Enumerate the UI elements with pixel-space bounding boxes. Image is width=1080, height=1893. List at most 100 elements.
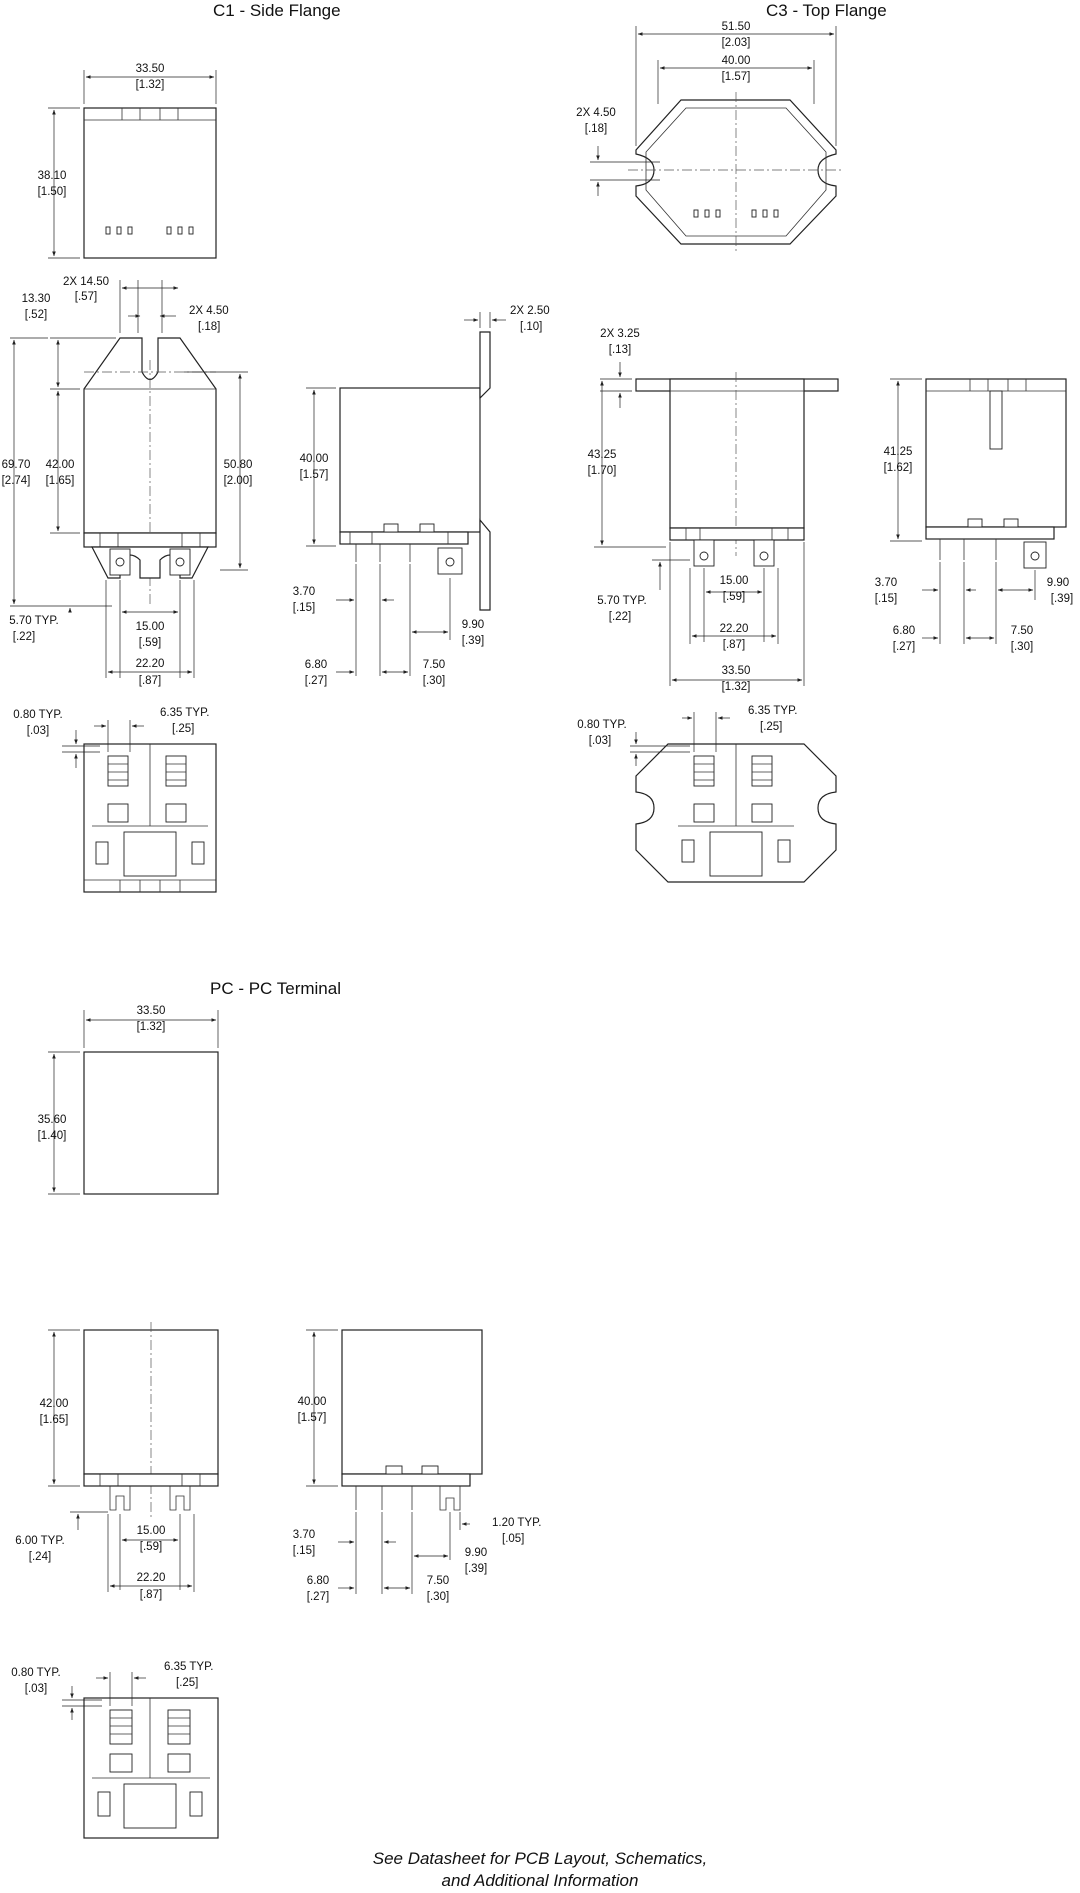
pc-side-c-inch: [.27] xyxy=(307,1591,329,1603)
c1-body-height-dim: 42.00 xyxy=(46,459,75,471)
pc-side-d-inch: [.30] xyxy=(427,1591,449,1603)
pc-side-height-inch: [1.57] xyxy=(298,1412,327,1424)
pc-side-a-inch: [.15] xyxy=(293,1545,315,1557)
pc-front-height-dim: 42.00 xyxy=(40,1398,69,1410)
pc-title: PC - PC Terminal xyxy=(210,979,341,998)
c3-front-height-dim: 43.25 xyxy=(588,449,617,461)
pc-bottom-view xyxy=(83,1697,219,1839)
c1-flange-height-inch: [2.00] xyxy=(224,475,253,487)
pc-top-height-inch: [1.40] xyxy=(38,1130,67,1142)
c3-top-width-dim: 51.50 xyxy=(722,21,751,33)
c3-term-pitch-inch: [.59] xyxy=(723,591,745,603)
c1-side-a-dim: 3.70 xyxy=(293,586,315,598)
c1-slot-depth-inch: [.52] xyxy=(25,309,47,321)
pc-term-offset-dim: 6.00 TYP. xyxy=(15,1535,64,1547)
pc-term-offset-inch: [.24] xyxy=(29,1551,51,1563)
c1-slot-width-inch: [.18] xyxy=(198,321,220,333)
c3-title: C3 - Top Flange xyxy=(766,1,887,20)
pc-side-height-dim: 40.00 xyxy=(298,1396,327,1408)
c3-term-span-dim: 22.20 xyxy=(720,623,749,635)
pc-term-pitch-dim: 15.00 xyxy=(137,1525,166,1537)
c1-side-height-dim: 40.00 xyxy=(300,453,329,465)
c1-side-d-dim: 7.50 xyxy=(423,659,445,671)
c3-body-width-dim: 33.50 xyxy=(722,665,751,677)
pc-bottom-b-dim: 6.35 TYP. xyxy=(164,1661,213,1673)
c3-side-d-dim: 7.50 xyxy=(1011,625,1033,637)
c1-term-pitch-dim: 15.00 xyxy=(136,621,165,633)
c1-bottom-b-inch: [.25] xyxy=(172,723,194,735)
c1-top-height-inch: [1.50] xyxy=(38,186,67,198)
pc-side-e-dim: 1.20 TYP. xyxy=(492,1517,541,1529)
c3-bottom-a-inch: [.03] xyxy=(589,735,611,747)
c1-overall-height-inch: [2.74] xyxy=(2,475,31,487)
c1-slot-pitch-dim: 2X 14.50 xyxy=(63,276,109,288)
c3-side-d-inch: [.30] xyxy=(1011,641,1033,653)
c1-flange-height-dim: 50.80 xyxy=(224,459,253,471)
pc-front-view xyxy=(83,1322,219,1520)
c1-term-span-dim: 22.20 xyxy=(136,658,165,670)
c3-flange-thk-inch: [.13] xyxy=(609,344,631,356)
pc-side-b-inch: [.39] xyxy=(465,1563,487,1575)
c3-top-inner-dim: 40.00 xyxy=(722,55,751,67)
c3-top-view xyxy=(628,92,844,252)
c1-side-flange-thk-dim: 2X 2.50 xyxy=(510,305,550,317)
c1-side-height-inch: [1.57] xyxy=(300,469,329,481)
pc-side-view xyxy=(341,1329,483,1511)
c1-bottom-b-dim: 6.35 TYP. xyxy=(160,707,209,719)
pc-bottom-a-dim: 0.80 TYP. xyxy=(11,1667,60,1679)
pc-front-height-inch: [1.65] xyxy=(40,1414,69,1426)
pc-term-span-inch: [.87] xyxy=(140,1589,162,1601)
c3-side-a-dim: 3.70 xyxy=(875,577,897,589)
c1-body-height-inch: [1.65] xyxy=(46,475,75,487)
c1-top-width-inch: [1.32] xyxy=(136,79,165,91)
c3-term-span-inch: [.87] xyxy=(723,639,745,651)
c3-front-view xyxy=(635,372,839,567)
c3-bottom-b-dim: 6.35 TYP. xyxy=(748,705,797,717)
c1-overall-height-dim: 69.70 xyxy=(2,459,31,471)
footnote-line-2: and Additional Information xyxy=(442,1871,639,1890)
c1-side-c-dim: 6.80 xyxy=(305,659,327,671)
c3-side-height-inch: [1.62] xyxy=(884,462,913,474)
pc-side-d-dim: 7.50 xyxy=(427,1575,449,1587)
c1-title: C1 - Side Flange xyxy=(213,1,341,20)
c3-slot-width-dim: 2X 4.50 xyxy=(576,107,616,119)
c1-side-b-inch: [.39] xyxy=(462,635,484,647)
pc-side-b-dim: 9.90 xyxy=(465,1547,487,1559)
c3-top-inner-inch: [1.57] xyxy=(722,71,751,83)
c3-bottom-view xyxy=(635,743,837,883)
pc-bottom-b-inch: [.25] xyxy=(176,1677,198,1689)
c1-side-b-dim: 9.90 xyxy=(462,619,484,631)
c1-slot-pitch-inch: [.57] xyxy=(75,291,97,303)
c3-side-b-inch: [.39] xyxy=(1051,593,1073,605)
pc-top-height-dim: 35.60 xyxy=(38,1114,67,1126)
c1-bottom-a-dim: 0.80 TYP. xyxy=(13,709,62,721)
c3-side-height-dim: 41.25 xyxy=(884,446,913,458)
c3-side-c-inch: [.27] xyxy=(893,641,915,653)
c3-side-view xyxy=(925,378,1067,569)
c3-side-b-dim: 9.90 xyxy=(1047,577,1069,589)
pc-top-width-dim: 33.50 xyxy=(137,1005,166,1017)
c1-side-c-inch: [.27] xyxy=(305,675,327,687)
c1-term-pitch-inch: [.59] xyxy=(139,637,161,649)
c1-term-offset-dim: 5.70 TYP. xyxy=(9,615,58,627)
c3-term-offset-inch: [.22] xyxy=(609,611,631,623)
c1-side-flange-thk-inch: [.10] xyxy=(520,321,542,333)
c3-slot-width-inch: [.18] xyxy=(585,123,607,135)
c3-bottom-b-inch: [.25] xyxy=(760,721,782,733)
c1-top-view xyxy=(83,107,217,259)
c3-term-pitch-dim: 15.00 xyxy=(720,575,749,587)
c1-top-width-dim: 33.50 xyxy=(136,63,165,75)
c1-top-height-dim: 38.10 xyxy=(38,170,67,182)
c3-top-inch: [2.03] xyxy=(722,37,751,49)
c1-side-d-inch: [.30] xyxy=(423,675,445,687)
footnote-line-1: See Datasheet for PCB Layout, Schematics… xyxy=(373,1849,708,1868)
c3-side-c-dim: 6.80 xyxy=(893,625,915,637)
c1-side-a-inch: [.15] xyxy=(293,602,315,614)
c1-bottom-a-inch: [.03] xyxy=(27,725,49,737)
c3-side-a-inch: [.15] xyxy=(875,593,897,605)
pc-side-c-dim: 6.80 xyxy=(307,1575,329,1587)
pc-bottom-a-inch: [.03] xyxy=(25,1683,47,1695)
c1-slot-width-dim: 2X 4.50 xyxy=(189,305,229,317)
c1-term-offset-inch: [.22] xyxy=(13,631,35,643)
